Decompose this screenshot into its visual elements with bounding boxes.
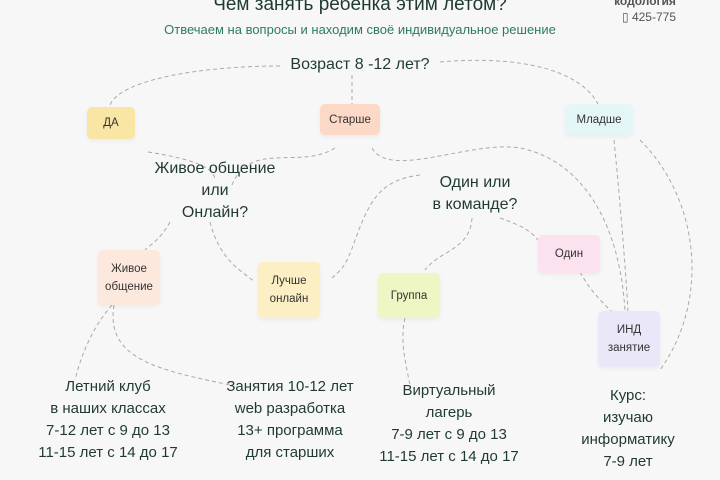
box-online: Лучше онлайн — [258, 262, 320, 318]
connector — [402, 317, 411, 386]
result-line: изучаю — [603, 409, 653, 426]
result-line: Летний клуб — [65, 378, 151, 395]
question-live-or-online: Живое общение или Онлайн? — [130, 158, 300, 224]
result-line: 7-9 лет с 9 до 13 — [391, 426, 507, 443]
question-age-text: Возраст 8 -12 лет? — [290, 56, 430, 73]
result-line: Виртуальный — [402, 382, 496, 399]
connector — [144, 221, 171, 251]
connector — [424, 217, 473, 271]
box-group: Группа — [378, 273, 440, 318]
connector — [439, 59, 599, 105]
result-line: 11-15 лет с 14 до 17 — [379, 448, 519, 465]
result-web-dev: Занятия 10-12 лет web разработка 13+ про… — [210, 376, 370, 464]
connector — [499, 217, 539, 241]
question-age: Возраст 8 -12 лет? — [260, 54, 460, 76]
result-line: 11-15 лет с 14 до 17 — [38, 444, 178, 461]
connector — [371, 146, 626, 313]
phone-number: ▯ 425-775 — [622, 10, 676, 24]
connector — [112, 304, 231, 386]
result-line: Занятия 10-12 лет — [226, 378, 354, 395]
box-older: Старше — [320, 104, 380, 135]
box-line: занятие — [607, 342, 651, 354]
phone-text: 425-775 — [631, 10, 676, 24]
result-line: web разработка — [234, 400, 346, 417]
result-summer-club: Летний клуб в наших классах 7-12 лет с 9… — [28, 376, 188, 464]
connector — [147, 151, 216, 181]
connector — [613, 139, 629, 313]
result-virtual-camp: Виртуальный лагерь 7-9 лет с 9 до 13 11-… — [368, 380, 530, 468]
result-line: 7-9 лет — [603, 453, 653, 470]
box-younger: Младше — [565, 104, 633, 135]
page-title: Чем занять ребёнка этим летом? — [213, 0, 507, 15]
result-line: информатику — [581, 431, 675, 448]
brand-logo: кодология — [614, 0, 676, 8]
box-alone: Один — [538, 235, 600, 273]
connector — [329, 174, 421, 281]
question-line: Живое общение — [154, 160, 276, 177]
question-alone-or-team: Один или в команде? — [400, 172, 550, 216]
result-line: Курс: — [609, 387, 647, 404]
box-line: ИНД — [616, 324, 642, 336]
box-line: онлайн — [269, 293, 309, 305]
box-yes: ДА — [87, 107, 135, 139]
connector — [639, 139, 693, 371]
result-line: 7-12 лет с 9 до 13 — [46, 422, 170, 439]
result-line: для старших — [245, 444, 335, 461]
question-line: или — [201, 182, 229, 199]
connector — [209, 221, 256, 283]
question-line: Онлайн? — [181, 204, 249, 221]
question-line: Один или — [439, 174, 511, 191]
result-line: лагерь — [425, 404, 473, 421]
connector — [579, 271, 613, 313]
box-line: общение — [105, 280, 153, 293]
phone-icon: ▯ — [622, 10, 629, 24]
box-line: Живое — [111, 262, 147, 275]
box-individual: ИНД занятие — [598, 311, 660, 367]
box-live: Живое общение — [98, 250, 160, 305]
result-line: 13+ программа — [237, 422, 343, 439]
page-subtitle: Отвечаем на вопросы и находим своё индив… — [164, 22, 556, 37]
box-line: Лучше — [271, 275, 307, 287]
question-line: в команде? — [432, 196, 518, 213]
connector — [109, 65, 281, 106]
result-informatics-course: Курс: изучаю информатику 7-9 лет — [563, 385, 693, 473]
connector — [231, 147, 336, 186]
connector — [74, 304, 113, 381]
result-line: в наших классах — [50, 400, 166, 417]
